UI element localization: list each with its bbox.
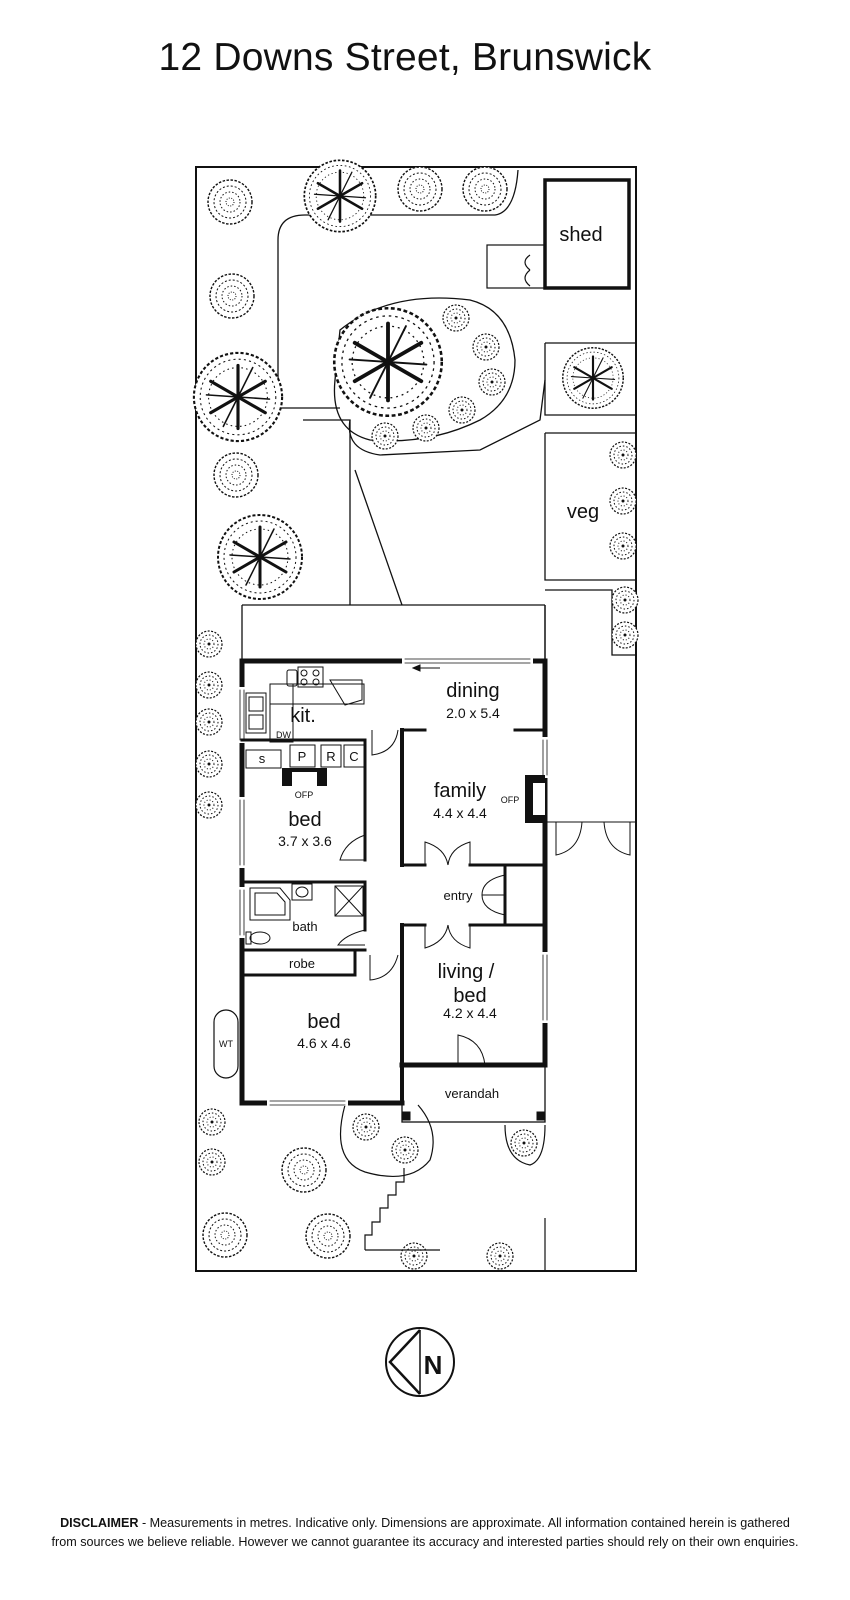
verandah-label: verandah bbox=[445, 1086, 499, 1101]
dining-label: dining bbox=[446, 680, 499, 702]
water-tank bbox=[213, 1009, 239, 1079]
shed bbox=[486, 178, 631, 290]
house-walls bbox=[239, 658, 548, 1106]
sink-label: s bbox=[259, 751, 266, 766]
tree-icon bbox=[332, 306, 444, 418]
dishwasher-label: DW bbox=[276, 730, 291, 740]
disclaimer-text-line1: - Measurements in metres. Indicative onl… bbox=[138, 1516, 790, 1530]
robe-label: robe bbox=[289, 956, 315, 971]
living-size: 4.2 x 4.4 bbox=[443, 1005, 497, 1021]
tree-icon bbox=[216, 513, 304, 601]
disclaimer-heading: DISCLAIMER bbox=[60, 1516, 139, 1530]
compass-letter: N bbox=[424, 1350, 443, 1380]
veg-label: veg bbox=[567, 501, 599, 523]
verandah bbox=[401, 1064, 546, 1123]
living-label-line1: living / bbox=[438, 961, 495, 983]
tree-icon bbox=[303, 159, 377, 233]
tree-icon bbox=[561, 346, 625, 410]
kitchen-label: kit. bbox=[290, 705, 316, 727]
family-label: family bbox=[434, 780, 486, 802]
entry-label: entry bbox=[444, 888, 473, 903]
ofp-bed-label: OFP bbox=[295, 790, 314, 800]
bathroom-fixtures bbox=[245, 883, 364, 945]
bed1-label: bed bbox=[288, 809, 321, 831]
bath-label: bath bbox=[292, 919, 317, 934]
doors bbox=[337, 664, 636, 1066]
water-tank-label: WT bbox=[219, 1039, 233, 1049]
front-garden-beds bbox=[339, 1104, 546, 1271]
disclaimer-text-line2: from sources we believe reliable. Howeve… bbox=[51, 1535, 799, 1549]
fridge-label: R bbox=[326, 749, 335, 764]
dining-size: 2.0 x 5.4 bbox=[446, 705, 500, 721]
shed-label: shed bbox=[559, 224, 602, 246]
living-label-line2: bed bbox=[453, 985, 486, 1007]
tree-icon bbox=[192, 351, 284, 443]
bed2-label: bed bbox=[307, 1011, 340, 1033]
pantry-label: P bbox=[298, 749, 307, 764]
cupboard-label: C bbox=[349, 749, 358, 764]
garden-bed bbox=[333, 297, 516, 442]
bed1-size: 3.7 x 3.6 bbox=[278, 833, 332, 849]
north-arrow-icon bbox=[385, 1327, 455, 1397]
disclaimer: DISCLAIMER - Measurements in metres. Ind… bbox=[30, 1514, 820, 1552]
garden-paths bbox=[241, 169, 636, 660]
kitchen-fixtures bbox=[245, 666, 365, 769]
family-size: 4.4 x 4.4 bbox=[433, 805, 487, 821]
bed2-size: 4.6 x 4.6 bbox=[297, 1035, 351, 1051]
page-title: 12 Downs Street, Brunswick bbox=[158, 36, 652, 79]
ofp-family-label: OFP bbox=[501, 795, 520, 805]
